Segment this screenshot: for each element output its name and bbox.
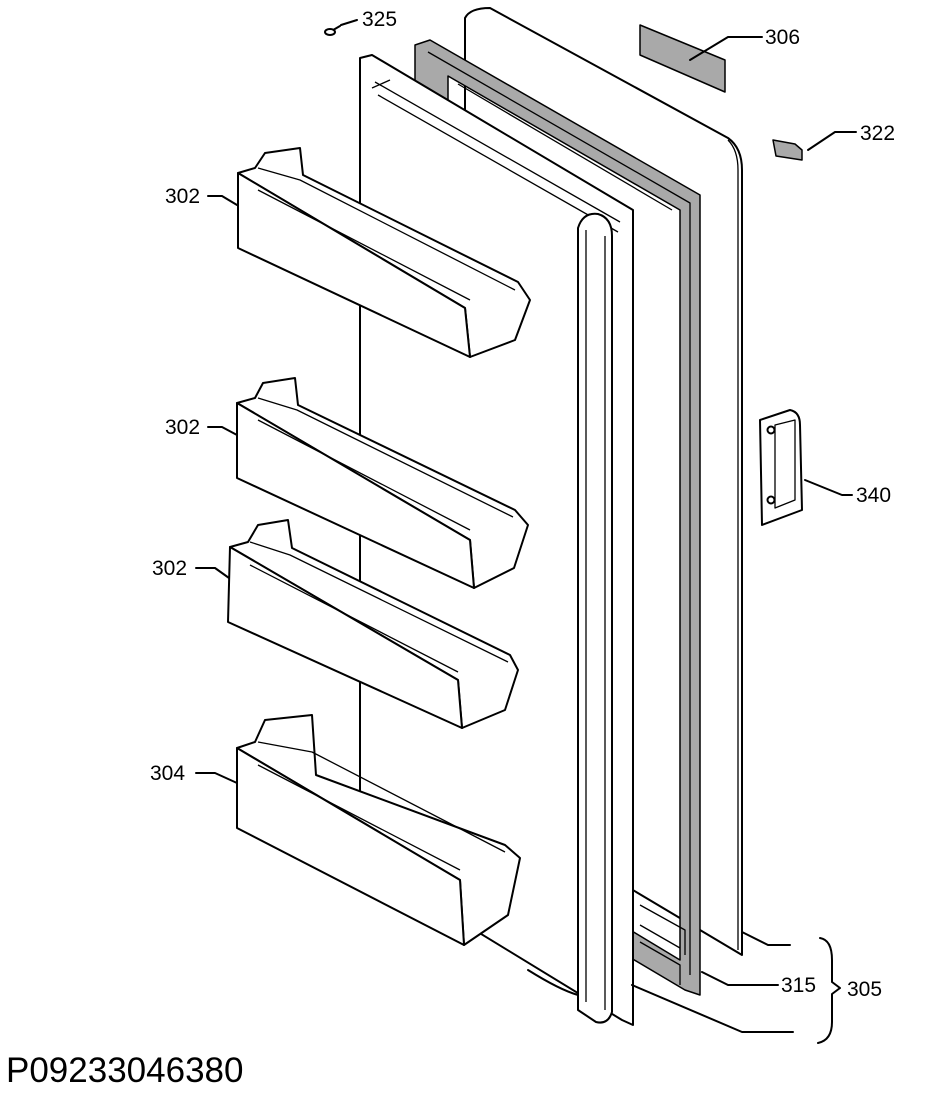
bottle-shelf bbox=[236, 714, 521, 946]
label-plate-part bbox=[639, 24, 726, 93]
door-shelf-2 bbox=[236, 377, 529, 589]
label-305: 305 bbox=[847, 978, 882, 1001]
label-302-lower: 302 bbox=[152, 557, 187, 580]
door-front-frame bbox=[577, 212, 613, 1024]
hinge-part bbox=[759, 409, 803, 526]
door-shelf-3 bbox=[227, 519, 519, 729]
label-325: 325 bbox=[362, 8, 397, 31]
label-340: 340 bbox=[856, 484, 891, 507]
frame-bottom-corners bbox=[639, 904, 686, 985]
part-labels: 325 306 322 302 302 302 304 340 315 305 bbox=[150, 8, 895, 1001]
leader-lines bbox=[195, 19, 857, 1044]
label-315: 315 bbox=[781, 974, 816, 997]
screw-part bbox=[324, 25, 341, 36]
cover-cap-part bbox=[772, 139, 803, 161]
label-306: 306 bbox=[765, 26, 800, 49]
label-322: 322 bbox=[860, 122, 895, 145]
label-302-top: 302 bbox=[165, 185, 200, 208]
label-304: 304 bbox=[150, 762, 185, 785]
label-302-middle: 302 bbox=[165, 416, 200, 439]
drawing-code: P09233046380 bbox=[6, 1051, 243, 1090]
door-shelf-1 bbox=[237, 147, 531, 358]
